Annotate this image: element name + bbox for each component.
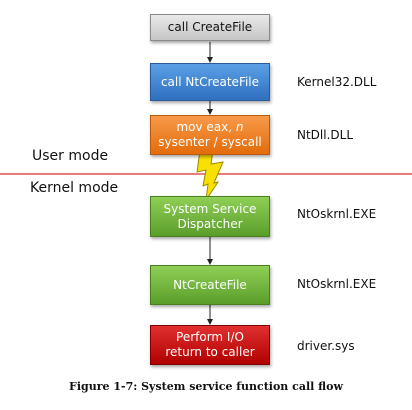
figure-caption: Figure 1-7: System service function call… [69,380,343,393]
dispatcher-line2: Dispatcher [177,216,243,231]
ntdll-label: NtDll.DLL [297,128,354,142]
user-mode-label: User mode [32,148,109,164]
ntcreatefile-text: NtCreateFile [173,277,247,292]
call-createfile-text: call CreateFile [167,20,253,34]
kernel-mode-label: Kernel mode [30,180,119,196]
ntoskrnl-label-1: NtOskrnl.EXE [297,207,377,221]
ntoskrnl-label-2: NtOskrnl.EXE [297,277,377,291]
call-ntcreatefile-text: call NtCreateFile [160,74,260,89]
kernel32-label: Kernel32.DLL [297,75,377,89]
call-createfile-box: call CreateFile [150,14,270,41]
perform-io-line2: return to caller [165,345,255,359]
sysenter-text: sysenter / syscall [158,135,262,149]
lightning-bolt-icon [196,149,224,201]
system-service-dispatcher-box: System Service Dispatcher [150,196,270,237]
syscall-box: mov eax, n sysenter / syscall [150,115,270,155]
perform-io-line1: Perform I/O [176,330,244,344]
mov-eax-text: mov eax, [176,120,236,134]
mov-eax-line: mov eax, n [176,120,243,135]
mov-eax-var: n [235,120,244,134]
call-ntcreatefile-box: call NtCreateFile [150,63,270,101]
dispatcher-line1: System Service [163,201,257,216]
ntcreatefile-box: NtCreateFile [150,265,270,305]
perform-io-box: Perform I/O return to caller [150,325,270,365]
driver-label: driver.sys [297,339,355,353]
